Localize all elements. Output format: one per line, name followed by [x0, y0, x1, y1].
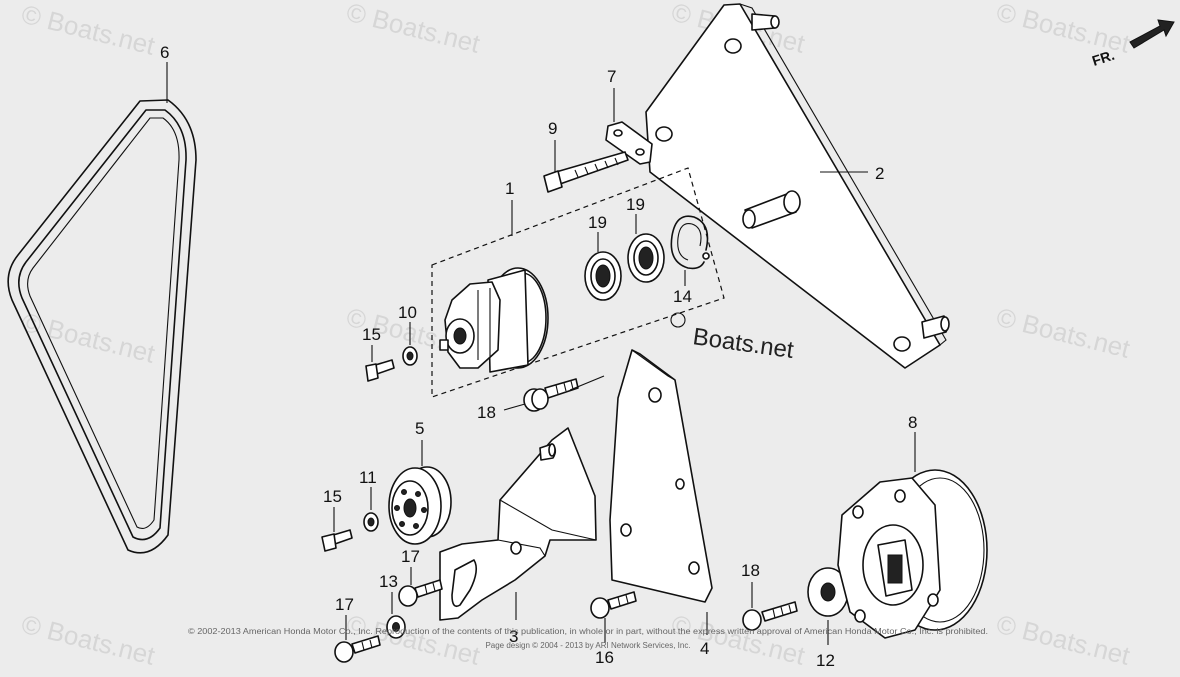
- part-flange-bolt-lower[interactable]: [742, 601, 798, 631]
- callouts: 6 1 2 3 4 5 7 8 9 10 11 12 13 14 15 15 1…: [160, 43, 917, 670]
- part-bolt-short-a[interactable]: [365, 359, 395, 382]
- part-tension-bracket[interactable]: [439, 427, 597, 621]
- front-direction-label: FR.: [1090, 47, 1116, 69]
- part-idler-pulley[interactable]: [388, 466, 452, 545]
- callout-3[interactable]: 3: [509, 627, 518, 646]
- part-belt[interactable]: [7, 99, 197, 554]
- part-bolt-short-b[interactable]: [321, 529, 353, 552]
- callout-7[interactable]: 7: [607, 67, 616, 86]
- watermark: © Boats.net: [19, 609, 159, 671]
- callout-18[interactable]: 18: [741, 561, 760, 580]
- part-washer-small-a[interactable]: [402, 346, 418, 366]
- part-washer-13[interactable]: [386, 615, 406, 639]
- callout-10[interactable]: 10: [398, 303, 417, 322]
- callout-15[interactable]: 15: [362, 325, 381, 344]
- part-flange-bolt-16[interactable]: [590, 591, 637, 619]
- part-flange-bolt-17a[interactable]: [398, 579, 443, 607]
- part-flange-bolt-upper[interactable]: [523, 378, 579, 412]
- callout-5[interactable]: 5: [415, 419, 424, 438]
- callout-15[interactable]: 15: [323, 487, 342, 506]
- part-bolt-long[interactable]: [543, 151, 629, 193]
- callout-19[interactable]: 19: [588, 213, 607, 232]
- callout-9[interactable]: 9: [548, 119, 557, 138]
- leader-lines: [166, 62, 916, 645]
- watermark: © Boats.net: [994, 302, 1134, 364]
- callout-19[interactable]: 19: [626, 195, 645, 214]
- callout-18[interactable]: 18: [477, 403, 496, 422]
- part-bearing-b[interactable]: [627, 233, 665, 283]
- callout-2[interactable]: 2: [875, 164, 884, 183]
- part-drive-pulley[interactable]: [837, 469, 988, 639]
- watermark: © Boats.net: [669, 609, 809, 671]
- copyright-line-1: © 2002-2013 American Honda Motor Co., In…: [188, 627, 988, 636]
- callout-12[interactable]: 12: [816, 651, 835, 670]
- part-flat-washer[interactable]: [807, 567, 849, 617]
- watermark: © Boats.net: [994, 609, 1134, 671]
- callout-1[interactable]: 1: [505, 179, 514, 198]
- watermark: © Boats.net: [19, 0, 159, 61]
- callout-14[interactable]: 14: [673, 287, 692, 306]
- callout-17[interactable]: 17: [335, 595, 354, 614]
- watermark: © Boats.net: [994, 0, 1134, 59]
- assembly-boundary: [431, 167, 725, 398]
- part-bracket-plate[interactable]: [609, 349, 713, 603]
- callout-17[interactable]: 17: [401, 547, 420, 566]
- brand-label: Boats.net: [691, 323, 796, 364]
- callout-8[interactable]: 8: [908, 413, 917, 432]
- part-flange-bolt-17b[interactable]: [334, 635, 381, 663]
- front-direction-indicator: FR.: [1090, 19, 1175, 69]
- callout-11[interactable]: 11: [359, 468, 377, 487]
- part-circlip[interactable]: [670, 215, 710, 270]
- part-bearing-a[interactable]: [584, 251, 622, 301]
- copyright-line-2: Page design © 2004 - 2013 by ARI Network…: [485, 641, 690, 650]
- part-plate[interactable]: [605, 121, 653, 165]
- part-pulley-housing[interactable]: [439, 267, 549, 373]
- callout-6[interactable]: 6: [160, 43, 169, 62]
- part-washer-small-b[interactable]: [363, 512, 379, 532]
- callout-16[interactable]: 16: [595, 648, 614, 667]
- front-arrow-icon: [1129, 19, 1175, 49]
- brand-mark: Boats.net: [670, 312, 796, 364]
- watermark: © Boats.net: [344, 0, 484, 59]
- part-bracket-large[interactable]: [645, 3, 950, 369]
- callout-4[interactable]: 4: [700, 639, 709, 658]
- callout-13[interactable]: 13: [379, 572, 398, 591]
